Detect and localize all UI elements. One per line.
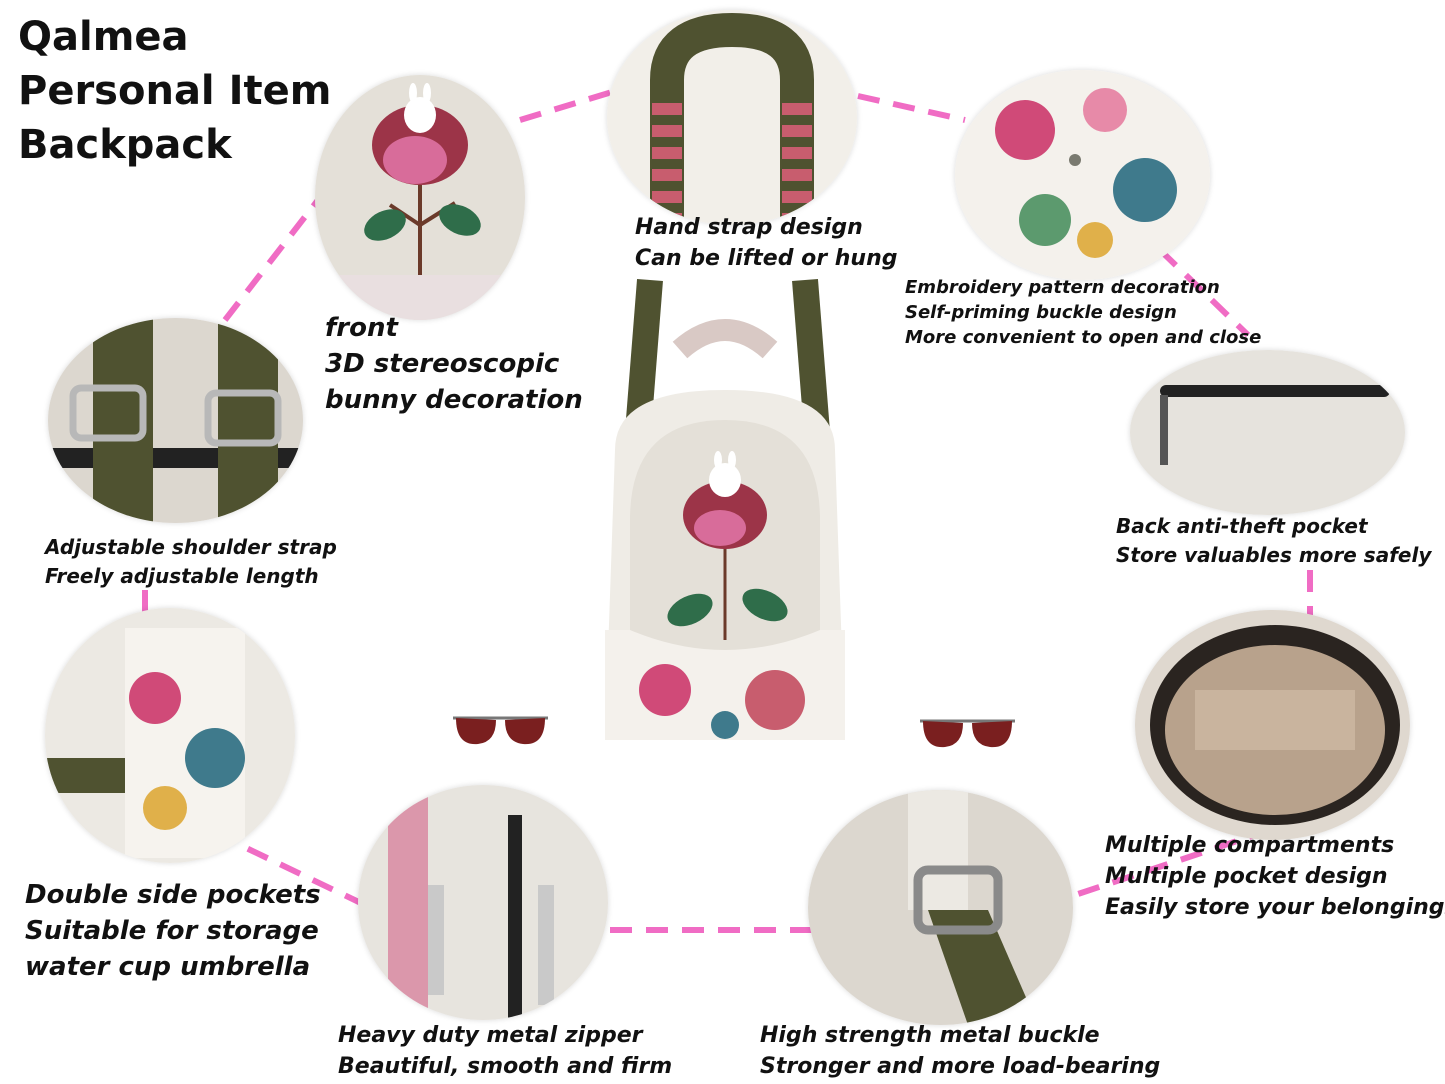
- connector-strap-embroidery: [857, 93, 966, 123]
- backpack-product-image: [575, 270, 875, 770]
- backpack-icon: [605, 278, 845, 740]
- compartments-caption-line-3: Easily store your belongings: [1105, 895, 1445, 920]
- shoulder-caption-line-2: Freely adjustable length: [45, 564, 319, 588]
- side-pockets-caption-line-3: water cup umbrella: [25, 952, 311, 982]
- connector-zipper-sidepocket: [238, 842, 367, 908]
- embroidery-caption: Embroidery pattern decoration Self-primi…: [905, 275, 1261, 350]
- embroidery-caption-line-1: Embroidery pattern decoration: [905, 277, 1220, 298]
- bunny-rose-icon: [315, 75, 525, 320]
- hand-strap-caption: Hand strap design Can be lifted or hung: [635, 212, 898, 274]
- back-pocket-caption-line-2: Store valuables more safely: [1116, 543, 1432, 567]
- hand-strap-icon: [607, 10, 857, 225]
- back-pocket-image: [1130, 350, 1405, 515]
- side-pockets-caption: Double side pockets Suitable for storage…: [25, 877, 321, 985]
- strap-buckle-icon: [48, 318, 303, 523]
- front-caption: front 3D stereoscopic bunny decoration: [325, 310, 583, 418]
- embroidery-image: [955, 70, 1210, 280]
- embroidery-icon: [955, 70, 1210, 280]
- zipper-caption-line-2: Beautiful, smooth and firm: [338, 1054, 673, 1079]
- product-title: Qalmea Personal Item Backpack: [18, 10, 378, 172]
- side-pocket-icon: [45, 608, 295, 863]
- shoulder-strap-image: [48, 318, 303, 523]
- buckle-caption-line-2: Stronger and more load-bearing: [760, 1054, 1161, 1079]
- side-pockets-image: [45, 608, 295, 863]
- sunglasses-left-icon: [453, 716, 548, 745]
- embroidery-caption-line-2: Self-priming buckle design: [905, 302, 1177, 323]
- metal-buckle-icon: [808, 790, 1073, 1025]
- connector-front-strap: [519, 89, 613, 123]
- back-pocket-caption: Back anti-theft pocket Store valuables m…: [1116, 512, 1431, 570]
- front-caption-line-3: bunny decoration: [325, 385, 583, 415]
- embroidery-caption-line-3: More convenient to open and close: [905, 327, 1262, 348]
- front-caption-line-2: 3D stereoscopic: [325, 349, 560, 379]
- side-pockets-caption-line-2: Suitable for storage: [25, 916, 319, 946]
- hand-strap-image: [607, 10, 857, 225]
- zipper-caption-line-1: Heavy duty metal zipper: [338, 1023, 643, 1048]
- back-pocket-caption-line-1: Back anti-theft pocket: [1116, 514, 1368, 538]
- compartments-caption-line-1: Multiple compartments: [1105, 833, 1395, 858]
- shoulder-caption-line-1: Adjustable shoulder strap: [45, 535, 337, 559]
- open-bag-icon: [1135, 610, 1410, 840]
- buckle-caption: High strength metal buckle Stronger and …: [760, 1020, 1160, 1082]
- connector-shoulder-front: [222, 198, 321, 322]
- buckle-caption-line-1: High strength metal buckle: [760, 1023, 1100, 1048]
- hand-strap-caption-line-1: Hand strap design: [635, 215, 863, 240]
- compartments-caption: Multiple compartments Multiple pocket de…: [1105, 830, 1445, 923]
- shoulder-caption: Adjustable shoulder strap Freely adjusta…: [45, 533, 337, 591]
- buckle-image: [808, 790, 1073, 1025]
- side-pockets-caption-line-1: Double side pockets: [25, 880, 321, 910]
- zipper-pocket-icon: [1130, 350, 1405, 515]
- zipper-pull-icon: [358, 785, 608, 1020]
- zipper-caption: Heavy duty metal zipper Beautiful, smoot…: [338, 1020, 672, 1082]
- title-line-1: Qalmea: [18, 14, 189, 60]
- zipper-image: [358, 785, 608, 1020]
- front-caption-line-1: front: [325, 313, 398, 343]
- title-line-2: Personal Item: [18, 68, 332, 114]
- compartments-caption-line-2: Multiple pocket design: [1105, 864, 1388, 889]
- sunglasses-right-icon: [920, 719, 1015, 748]
- compartments-image: [1135, 610, 1410, 840]
- front-detail-image: [315, 75, 525, 320]
- title-line-3: Backpack: [18, 122, 232, 168]
- connector-embroidery-pocket: [1157, 247, 1251, 338]
- hand-strap-caption-line-2: Can be lifted or hung: [635, 246, 898, 271]
